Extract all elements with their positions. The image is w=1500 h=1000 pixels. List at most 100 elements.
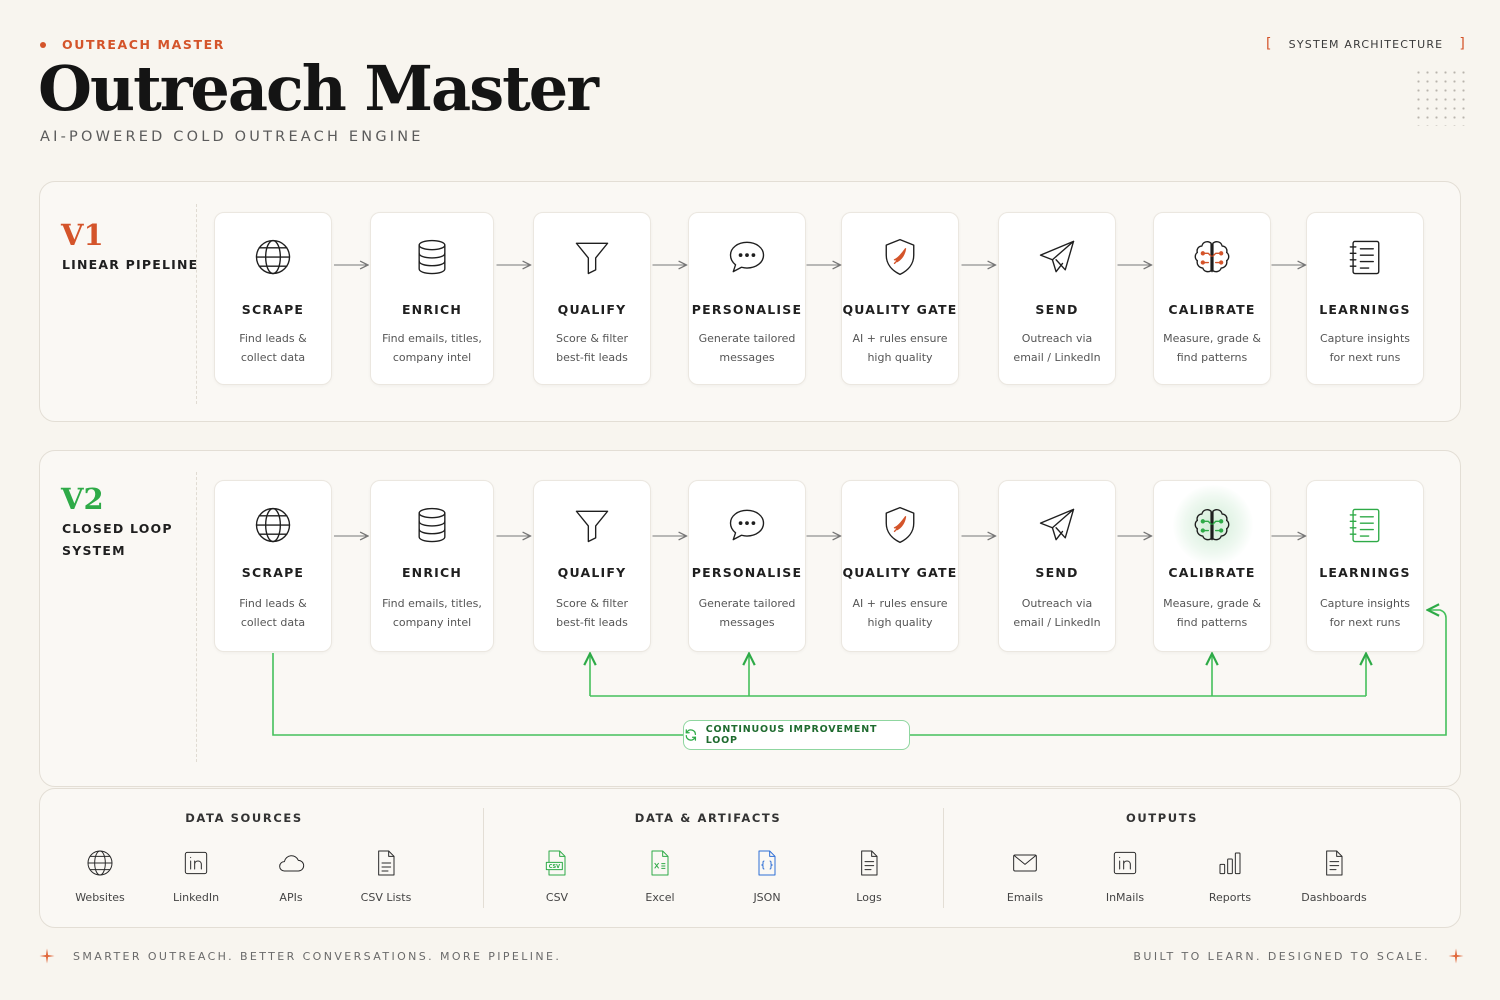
step-name: QUALITY GATE bbox=[842, 565, 958, 580]
page-title: Outreach Master bbox=[38, 52, 599, 125]
globe-icon bbox=[215, 235, 331, 279]
paper-plane-icon bbox=[999, 503, 1115, 547]
step-name: ENRICH bbox=[401, 302, 463, 317]
resource-item-reports: Reports bbox=[1190, 847, 1270, 904]
funnel-icon bbox=[534, 503, 650, 547]
step-description: Generate tailored messages bbox=[698, 332, 796, 364]
chat-bubble-icon bbox=[689, 235, 805, 279]
step-description: Measure, grade & find patterns bbox=[1163, 597, 1261, 629]
step-card-quality-gate: QUALITY GATE AI + rules ensure high quali… bbox=[841, 480, 959, 652]
step-card-scrape: SCRAPE Find leads & collect data bbox=[214, 480, 332, 652]
brain-icon bbox=[1154, 235, 1270, 279]
globe-icon bbox=[215, 503, 331, 547]
eyebrow-dot-icon bbox=[40, 41, 46, 48]
bar-chart-icon bbox=[1190, 847, 1270, 881]
refresh-icon bbox=[685, 729, 697, 741]
step-description: Outreach via email / LinkedIn bbox=[1013, 597, 1101, 629]
database-icon bbox=[371, 503, 493, 547]
eyebrow-label: OUTREACH MASTER bbox=[62, 37, 225, 52]
resource-label: Excel bbox=[645, 891, 675, 904]
v2-divider bbox=[196, 472, 197, 762]
resource-item-emails: Emails bbox=[985, 847, 1065, 904]
shield-icon bbox=[842, 503, 958, 547]
loop-label: CONTINUOUS IMPROVEMENT LOOP bbox=[705, 724, 878, 746]
step-description: Capture insights for next runs bbox=[1319, 332, 1411, 364]
csv-file-icon: CSV bbox=[517, 847, 597, 881]
globe-icon bbox=[60, 847, 140, 881]
resource-item-json: JSON bbox=[727, 847, 807, 904]
v2-version-label: V2 bbox=[61, 482, 104, 516]
section-divider-2 bbox=[943, 808, 944, 908]
resource-item-inmails: InMails bbox=[1085, 847, 1165, 904]
log-file-icon bbox=[829, 847, 909, 881]
system-architecture-label: SYSTEM ARCHITECTURE bbox=[1288, 37, 1444, 51]
shield-icon bbox=[842, 235, 958, 279]
step-card-quality-gate: QUALITY GATE AI + rules ensure high quali… bbox=[841, 212, 959, 385]
outputs-heading: OUTPUTS bbox=[1125, 811, 1199, 825]
json-file-icon bbox=[727, 847, 807, 881]
step-name: QUALIFY bbox=[557, 302, 627, 317]
step-name: PERSONALISE bbox=[691, 302, 803, 317]
step-description: AI + rules ensure high quality bbox=[852, 332, 948, 364]
v1-pipeline-label: LINEAR PIPELINE bbox=[62, 257, 199, 272]
resource-item-apis: APIs bbox=[251, 847, 331, 904]
step-name: ENRICH bbox=[401, 565, 463, 580]
envelope-icon bbox=[985, 847, 1065, 881]
data-artifacts-heading: DATA & ARTIFACTS bbox=[634, 811, 782, 825]
excel-file-icon bbox=[620, 847, 700, 881]
bracket-close: ] bbox=[1459, 36, 1466, 52]
step-description: AI + rules ensure high quality bbox=[852, 597, 948, 629]
step-name: QUALITY GATE bbox=[842, 302, 958, 317]
cloud-icon bbox=[251, 847, 331, 881]
continuous-improvement-loop-badge: CONTINUOUS IMPROVEMENT LOOP bbox=[683, 720, 910, 750]
step-name: CALIBRATE bbox=[1168, 302, 1256, 317]
step-name: LEARNINGS bbox=[1319, 565, 1411, 580]
step-description: Find emails, titles, company intel bbox=[382, 597, 482, 629]
resource-label: APIs bbox=[279, 891, 303, 904]
step-description: Find leads & collect data bbox=[239, 597, 307, 629]
notebook-icon bbox=[1307, 503, 1423, 547]
sparkle-icon bbox=[39, 948, 55, 964]
step-name: SCRAPE bbox=[241, 565, 305, 580]
sparkle-icon bbox=[1448, 948, 1464, 964]
step-card-personalise: PERSONALISE Generate tailored messages bbox=[688, 212, 806, 385]
step-card-send: SEND Outreach via email / LinkedIn bbox=[998, 480, 1116, 652]
brain-icon bbox=[1154, 503, 1270, 547]
step-name: PERSONALISE bbox=[691, 565, 803, 580]
linkedin-icon bbox=[156, 847, 236, 881]
v1-divider bbox=[196, 204, 197, 404]
resource-label: Websites bbox=[75, 891, 125, 904]
eyebrow: OUTREACH MASTER bbox=[40, 37, 225, 52]
step-name: SEND bbox=[1035, 302, 1079, 317]
footer-tagline-right: BUILT TO LEARN. DESIGNED TO SCALE. bbox=[1133, 950, 1430, 963]
funnel-icon bbox=[534, 235, 650, 279]
resource-label: CSV Lists bbox=[360, 891, 412, 904]
resource-label: LinkedIn bbox=[172, 891, 220, 904]
v1-version-label: V1 bbox=[61, 218, 104, 252]
resource-item-logs: Logs bbox=[829, 847, 909, 904]
resource-label: Emails bbox=[1006, 891, 1044, 904]
document-icon bbox=[346, 847, 426, 881]
resource-label: Dashboards bbox=[1301, 891, 1367, 904]
step-description: Outreach via email / LinkedIn bbox=[1013, 332, 1101, 364]
step-name: SEND bbox=[1035, 565, 1079, 580]
page-subtitle: AI-POWERED COLD OUTREACH ENGINE bbox=[40, 129, 424, 145]
resource-label: InMails bbox=[1105, 891, 1145, 904]
data-sources-heading: DATA SOURCES bbox=[185, 811, 303, 825]
system-architecture-tag: [ SYSTEM ARCHITECTURE ] bbox=[1266, 36, 1466, 52]
resource-label: Logs bbox=[856, 891, 882, 904]
notebook-icon bbox=[1307, 235, 1423, 279]
section-divider-1 bbox=[483, 808, 484, 908]
paper-plane-icon bbox=[999, 235, 1115, 279]
step-description: Generate tailored messages bbox=[698, 597, 796, 629]
step-description: Find leads & collect data bbox=[239, 332, 307, 364]
resource-item-csv-lists: CSV Lists bbox=[346, 847, 426, 904]
resource-item-excel: Excel bbox=[620, 847, 700, 904]
